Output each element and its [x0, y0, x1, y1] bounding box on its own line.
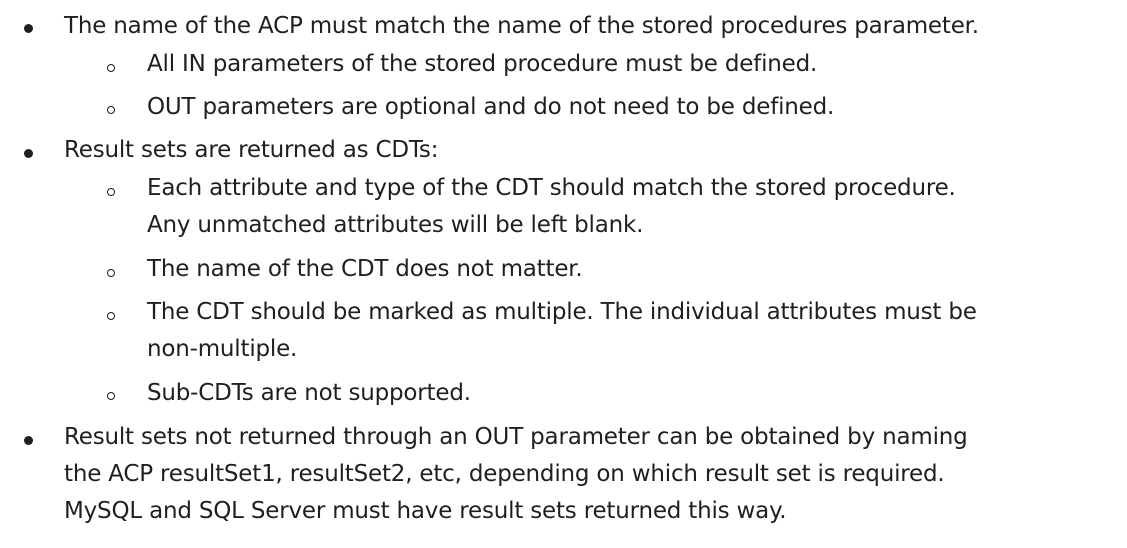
sub-bullet-marker	[107, 312, 115, 320]
sub-bullet-marker	[107, 269, 115, 277]
sub-list-item-text: non-multiple.	[147, 336, 298, 362]
list-item-text: the ACP resultSet1, resultSet2, etc, dep…	[64, 461, 945, 487]
sub-list-item-text: Sub-CDTs are not supported.	[147, 380, 471, 406]
sub-list-item-text: Any unmatched attributes will be left bl…	[147, 212, 644, 238]
bullet-marker	[24, 24, 33, 33]
sub-bullet-marker	[107, 188, 115, 196]
list-item-text: MySQL and SQL Server must have result se…	[64, 498, 787, 524]
sub-bullet-marker	[107, 64, 115, 72]
sub-list-item-text: Each attribute and type of the CDT shoul…	[147, 175, 956, 201]
list-item-text: Result sets are returned as CDTs:	[64, 137, 439, 163]
sub-list-item-text: All IN parameters of the stored procedur…	[147, 51, 818, 77]
sub-list-item-text: The CDT should be marked as multiple. Th…	[147, 299, 977, 325]
list-item-text: The name of the ACP must match the name …	[64, 13, 979, 39]
bullet-marker	[24, 436, 33, 445]
sub-bullet-marker	[107, 392, 115, 400]
list-item-text: Result sets not returned through an OUT …	[64, 424, 968, 450]
bullet-marker	[24, 149, 33, 158]
sub-bullet-marker	[107, 106, 115, 114]
sub-list-item-text: The name of the CDT does not matter.	[147, 256, 583, 282]
sub-list-item-text: OUT parameters are optional and do not n…	[147, 94, 835, 120]
